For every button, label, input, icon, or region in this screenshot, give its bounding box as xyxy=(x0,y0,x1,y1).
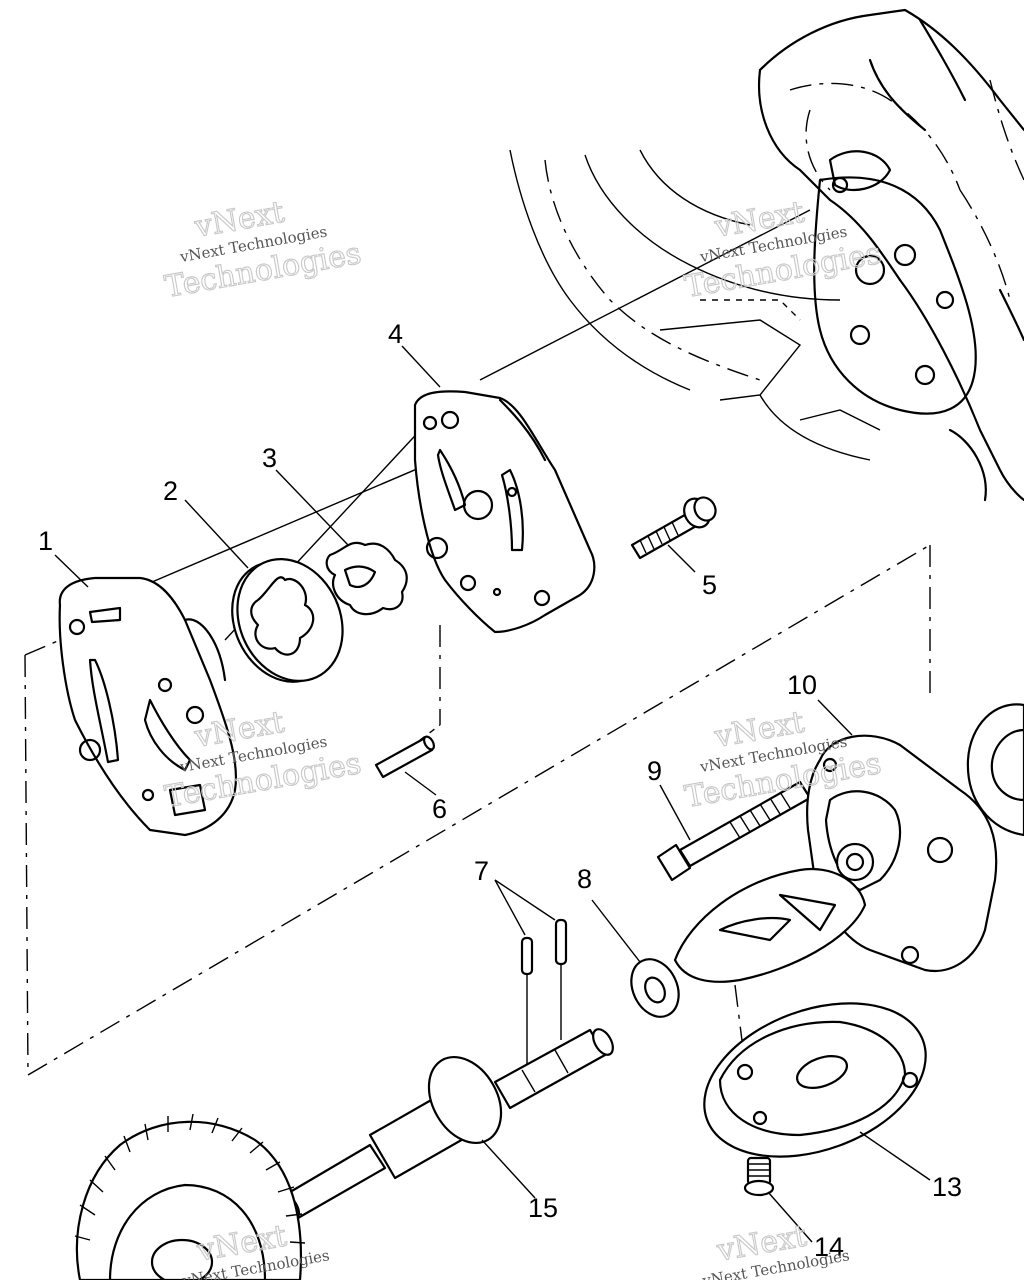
watermark-bottom-right: vNext vNext Technologies xyxy=(700,1218,851,1280)
part-6-dowel-pin xyxy=(374,735,436,779)
part-13-gasket xyxy=(703,1002,927,1158)
engine-case-outline xyxy=(509,149,881,461)
label-part-2: 2 xyxy=(163,476,178,506)
part-adjacent-rotor xyxy=(966,703,1024,837)
label-part-13: 13 xyxy=(932,1172,962,1202)
label-part-4: 4 xyxy=(388,319,403,349)
label-part-1: 1 xyxy=(38,526,53,556)
label-part-3: 3 xyxy=(262,443,277,473)
crankcase-housing xyxy=(758,8,1024,502)
part-4-pump-plate xyxy=(413,390,596,634)
part-10-pump-cover xyxy=(673,734,998,983)
watermark-top-right: vNext vNext Technologies Technologies xyxy=(682,194,885,305)
part-7-pins xyxy=(520,918,568,1075)
part-15-pump-shaft xyxy=(281,1028,614,1220)
drive-gear xyxy=(74,1113,306,1280)
label-part-7: 7 xyxy=(474,856,489,886)
part-1-pump-body xyxy=(58,576,237,837)
watermark-top-left: vNext vNext Technologies Technologies xyxy=(162,194,365,305)
label-part-15: 15 xyxy=(528,1193,558,1223)
part-14-screw xyxy=(743,1156,775,1197)
part-labels: 1 2 3 4 5 6 7 8 9 10 13 14 15 xyxy=(38,319,962,1262)
part-8-washer xyxy=(630,958,680,1018)
label-part-8: 8 xyxy=(577,864,592,894)
label-part-14: 14 xyxy=(814,1232,844,1262)
part-2-outer-rotor xyxy=(231,558,344,683)
label-part-6: 6 xyxy=(432,794,447,824)
part-5-bolt xyxy=(630,496,717,560)
part-3-inner-rotor xyxy=(325,541,408,616)
label-part-10: 10 xyxy=(787,670,817,700)
label-part-5: 5 xyxy=(702,570,717,600)
label-part-9: 9 xyxy=(647,756,662,786)
leader-lines xyxy=(54,345,931,1243)
